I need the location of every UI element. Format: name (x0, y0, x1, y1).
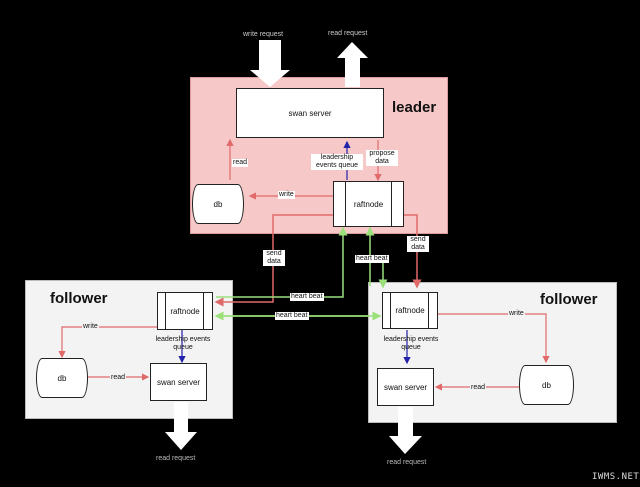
heart-beat-top-label: heart beat (355, 255, 389, 263)
leader-write-label: write (278, 191, 295, 199)
follower-left-db: db (36, 358, 88, 398)
leader-raftnode-bar-right (391, 181, 392, 227)
follower-right-write-label: write (508, 310, 525, 318)
send-data-right-label: send data (407, 236, 429, 252)
follower-left-raftnode-bar-left (165, 292, 166, 330)
send-data-right-line (404, 214, 422, 289)
leader-raftnode-bar-left (345, 181, 346, 227)
right-write-arrow (437, 313, 550, 364)
follower-left-swan-server: swan server (150, 363, 207, 401)
follower-left-read-request-label: read request (156, 455, 196, 462)
read-request-label-top: read request (328, 30, 368, 37)
write-request-arrow (250, 40, 290, 87)
follower-right-raftnode-bar-right (428, 292, 429, 329)
follower-left-write-label: write (82, 323, 99, 331)
follower-right-read-label: read (470, 384, 487, 392)
follower-left-read-label: read (110, 374, 127, 382)
follower-right-title: follower (540, 291, 598, 308)
watermark: IWMS.NET (592, 472, 640, 482)
read-request-arrow-top (337, 42, 368, 87)
heart-beat-left-label: heart beat (290, 293, 324, 301)
write-request-label: write request (243, 31, 284, 38)
leader-events-queue-label: leadership events queue (311, 154, 363, 170)
heart-beat-mid-label: heart beat (275, 312, 309, 320)
follower-right-raftnode-bar-left (390, 292, 391, 329)
leader-propose-data-label: propose data (366, 150, 398, 166)
leader-db: db (192, 184, 244, 224)
follower-left-events-queue-label: leadership events queue (155, 336, 211, 351)
right-read-request-arrow (389, 407, 422, 454)
send-data-left-label: send data (263, 250, 285, 266)
follower-right-swan-server: swan server (377, 368, 434, 406)
follower-right-events-queue-label: leadership events queue (383, 336, 439, 351)
follower-left-title: follower (50, 290, 108, 307)
follower-right-read-request-label: read request (387, 459, 427, 466)
leader-read-label: read (232, 159, 249, 167)
follower-right-db: db (519, 365, 574, 405)
follower-left-raftnode-bar-right (203, 292, 204, 330)
leader-raftnode: raftnode (333, 181, 404, 227)
leader-title: leader (392, 99, 437, 116)
left-read-request-arrow (165, 402, 197, 450)
heart-beat-left-line (216, 226, 348, 298)
leader-swan-server: swan server (236, 88, 384, 138)
left-write-arrow (58, 326, 157, 359)
